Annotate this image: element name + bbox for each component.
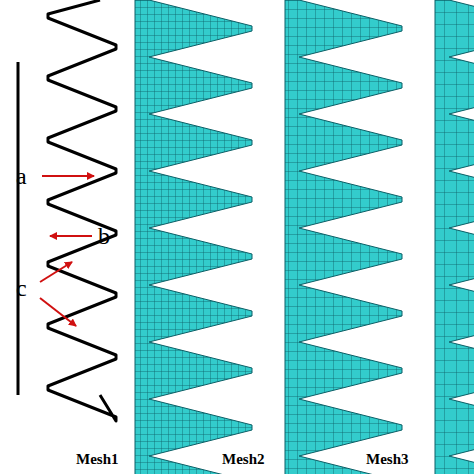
mesh-2 — [285, 0, 402, 474]
arrow-c — [40, 262, 72, 282]
mesh-label: Mesh1 — [76, 452, 119, 467]
mesh-3 — [435, 0, 474, 474]
arrow-b — [50, 235, 92, 237]
part-label: a — [16, 164, 27, 188]
mesh-1 — [135, 0, 252, 474]
wall-line — [17, 62, 20, 395]
arrow-a — [42, 175, 94, 177]
corrugated-profile — [48, 0, 116, 421]
mesh-label: Mesh3 — [366, 452, 409, 467]
arrow-c — [40, 298, 76, 326]
part-label: c — [16, 276, 27, 300]
part-label: b — [98, 224, 110, 248]
mesh-label: Mesh2 — [222, 452, 265, 467]
